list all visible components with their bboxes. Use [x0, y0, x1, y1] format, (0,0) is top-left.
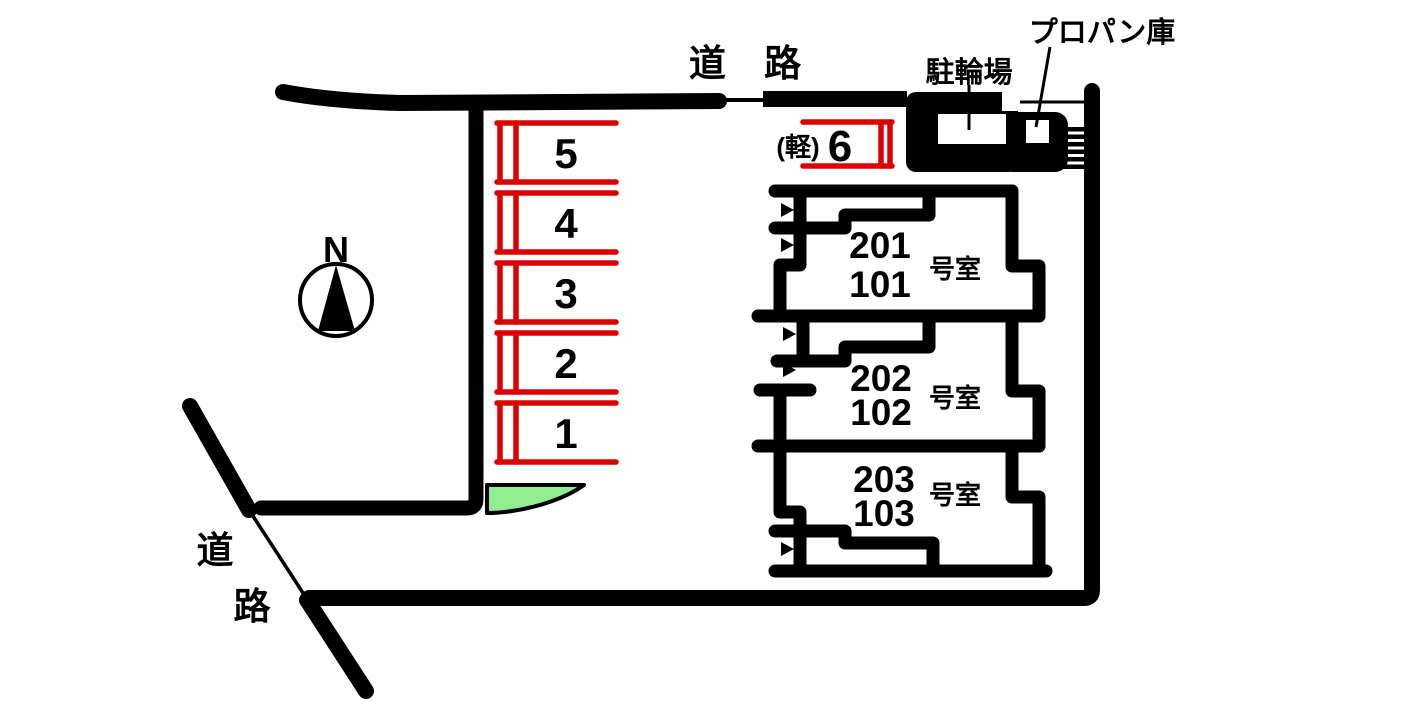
road-label-bottom-upper: 道 — [197, 530, 234, 571]
bicycle-parking-bay — [938, 114, 1006, 144]
propane-storage-label: プロパン庫 — [1029, 16, 1175, 49]
right-wall-and-bottom-road — [301, 83, 1100, 606]
bicycle-parking-structure — [906, 46, 1086, 172]
entrance-arrow — [781, 203, 794, 217]
parking-stalls — [494, 119, 895, 465]
unit1-room-suffix: 号室 — [929, 254, 981, 284]
road-label-bottom-lower: 路 — [234, 586, 272, 627]
stall-number: 4 — [554, 200, 578, 247]
compass-north-needle — [318, 265, 355, 331]
unit1-upper-number: 201 — [849, 225, 911, 266]
structure-top-notch — [1002, 88, 1020, 111]
parking-stall-3 — [494, 260, 619, 325]
entrance-arrows — [781, 203, 796, 556]
road-diagonal-thin — [249, 512, 307, 597]
unit1-entry-step-wall — [768, 184, 936, 235]
entrance-arrow — [781, 238, 794, 252]
area-labels: 道 路 駐輪場 プロパン庫 道 路 — [197, 16, 1176, 627]
unit3-room-suffix: 号室 — [929, 480, 981, 510]
room-labels: 201 101 号室 202 102 号室 203 103 号室 — [849, 225, 981, 534]
stairs-hatch — [1059, 127, 1086, 169]
road-diagonal-lower — [299, 592, 374, 699]
stall-number: 2 — [554, 340, 577, 387]
unit2-lower-number: 102 — [850, 392, 912, 433]
road-top-left — [275, 84, 727, 112]
entrance-arrow — [783, 327, 796, 341]
unit1-left-wall — [773, 184, 807, 323]
parking-stall-5 — [494, 120, 619, 185]
planting-area — [485, 483, 586, 515]
compass-north-label: N — [323, 229, 349, 270]
unit2-upper-number: 202 — [850, 358, 912, 399]
stall-number: 1 — [554, 410, 577, 457]
parking-stall-1 — [494, 400, 619, 465]
parking-stall-kei — [800, 119, 895, 169]
kei-stall-number: 6 — [828, 122, 852, 171]
unit1-lower-number: 101 — [849, 264, 911, 305]
entrance-arrow — [783, 363, 796, 377]
parking-stall-numbers: 5 4 3 2 1 (軽) 6 — [554, 122, 852, 457]
stall-number: 5 — [554, 130, 577, 177]
unit2-right-wall — [1005, 309, 1046, 453]
parking-stall-4 — [494, 190, 619, 255]
compass-circle — [298, 262, 374, 338]
entrance-arrow — [781, 505, 794, 519]
road-label-top: 道 路 — [689, 43, 815, 84]
unit1-right-wall — [1005, 184, 1046, 323]
unit3-upper-number: 203 — [853, 459, 915, 500]
entrance-arrow — [781, 542, 794, 556]
unit2-room-suffix: 号室 — [929, 383, 981, 413]
parking-stall-2 — [494, 330, 619, 395]
roads — [182, 83, 1100, 699]
unit2-entry-step-wall — [770, 309, 936, 368]
unit3-right-wall — [1005, 439, 1046, 578]
kei-stall-prefix: (軽) — [776, 132, 819, 162]
unit3-entry-step-wall — [768, 524, 940, 578]
left-wall-and-bottom-wall — [253, 99, 484, 516]
stall-number: 3 — [554, 270, 577, 317]
unit3-lower-number: 103 — [853, 493, 915, 534]
building-walls — [751, 184, 1053, 578]
compass: N — [298, 229, 374, 338]
bicycle-parking-label: 駐輪場 — [925, 55, 1012, 89]
road-diagonal-upper — [182, 398, 257, 518]
propane-storage-bay — [1026, 120, 1049, 143]
propane-leader-line — [1034, 46, 1052, 128]
